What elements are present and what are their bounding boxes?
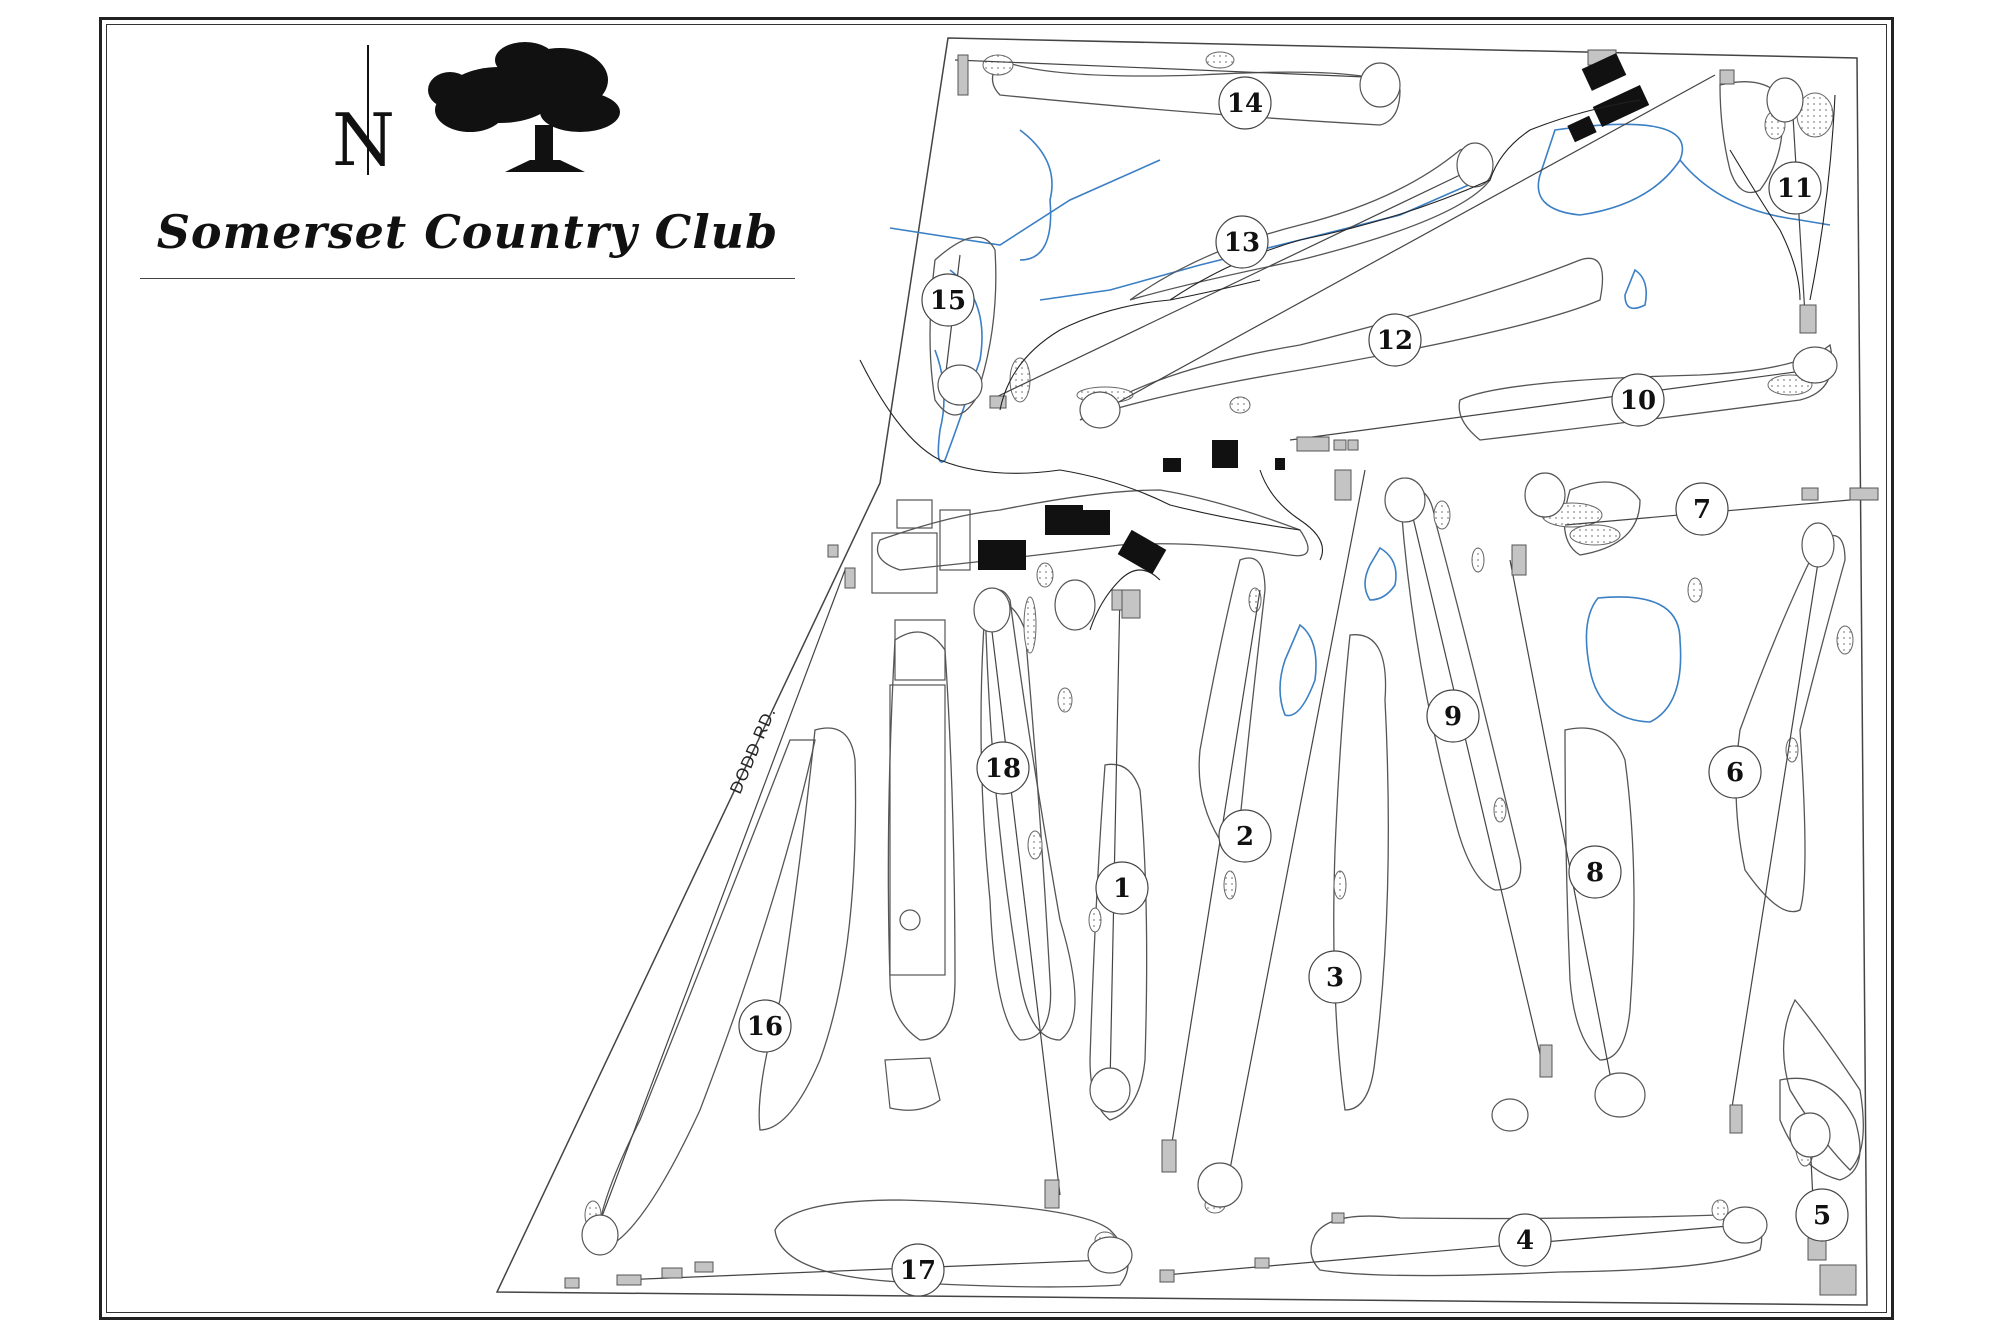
hole-marker: 10: [1611, 373, 1665, 427]
hole-markers: 1 2 3 4 5 6 7 8 9 10 11 12 13 14 15 16 1…: [738, 76, 1849, 1297]
club-title: Somerset Country Club: [156, 205, 779, 259]
hole-number: 11: [1777, 174, 1813, 204]
hole-marker: 5: [1795, 1188, 1849, 1242]
hole-marker: 9: [1426, 689, 1480, 743]
greens: [581, 62, 1838, 1274]
hole-marker: 8: [1568, 845, 1622, 899]
hole-number: 3: [1326, 963, 1344, 993]
hole-number: 4: [1516, 1226, 1534, 1256]
hole-number: 10: [1620, 386, 1656, 416]
hole-number: 16: [747, 1012, 783, 1042]
hole-marker: 4: [1498, 1213, 1552, 1267]
map-frame-outer: [99, 17, 1894, 1320]
hole-number: 18: [985, 754, 1021, 784]
hole-marker: 14: [1218, 76, 1272, 130]
buildings: [978, 53, 1650, 575]
hole-marker: 16: [738, 999, 792, 1053]
hole-marker: 17: [891, 1243, 945, 1297]
hole-number: 15: [930, 286, 966, 316]
hole-number: 2: [1236, 822, 1254, 852]
north-arrow-icon: N: [332, 45, 395, 182]
hole-marker: 6: [1708, 745, 1762, 799]
hole-marker: 15: [921, 273, 975, 327]
hole-marker: 11: [1768, 161, 1822, 215]
hole-marker: 2: [1218, 809, 1272, 863]
hole-number: 7: [1693, 495, 1711, 525]
hole-number: 5: [1813, 1201, 1831, 1231]
hole-marker: 1: [1095, 861, 1149, 915]
hole-number: 13: [1224, 228, 1260, 258]
road-label: DODD RD.: [726, 704, 779, 796]
hole-marker: 12: [1368, 313, 1422, 367]
fairways: [597, 59, 1864, 1288]
title-divider: [140, 278, 795, 279]
hole-number: 6: [1726, 758, 1744, 788]
hole-marker: 7: [1675, 482, 1729, 536]
hole-number: 14: [1227, 89, 1263, 119]
hole-number: 8: [1586, 858, 1604, 888]
map-frame-inner: [106, 24, 1887, 1313]
practice-areas: [871, 499, 971, 1111]
oak-tree-icon: [428, 42, 620, 172]
hole-number: 17: [900, 1256, 936, 1286]
hole-number: 12: [1377, 326, 1413, 356]
svg-text:N: N: [332, 98, 395, 182]
hole-marker: 13: [1215, 215, 1269, 269]
property-boundary: [495, 37, 1868, 1306]
hole-marker: 3: [1308, 950, 1362, 1004]
hole-number: 9: [1444, 702, 1462, 732]
tees: [564, 49, 1879, 1296]
hole-number: 1: [1113, 874, 1131, 904]
hole-marker: 18: [976, 741, 1030, 795]
water-features: [889, 123, 1831, 723]
